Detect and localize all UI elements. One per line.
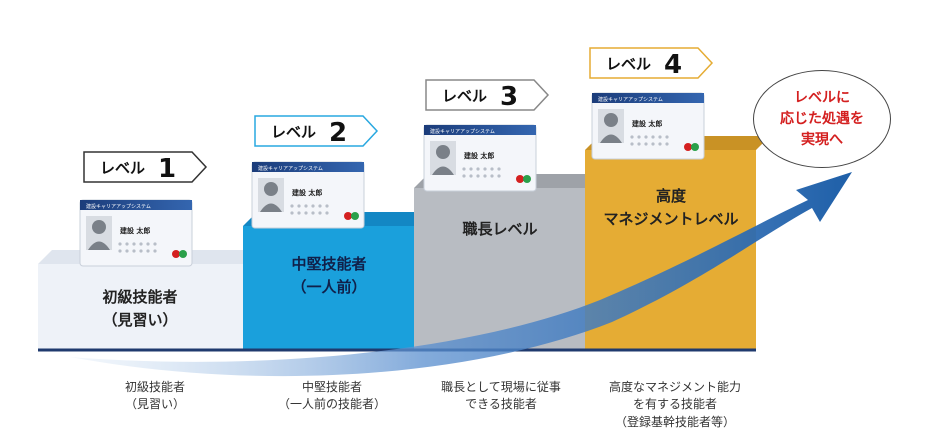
level-1-badge-number: 1 [158, 154, 176, 184]
level-3-badge-word: レベル [442, 87, 487, 105]
goal-circle: レベルに 応じた処遇を 実現へ [753, 70, 891, 168]
tier-2-block [243, 226, 414, 350]
level-2-badge: レベル 2 [254, 115, 379, 148]
card-emblem-icon [172, 250, 180, 258]
card-name-4: 建設 太郎 [632, 119, 662, 128]
level-3-badge: レベル 3 [425, 79, 550, 112]
tier-2-label: 中堅技能者 （一人前） [291, 255, 367, 297]
level-2-badge-word: レベル [271, 123, 316, 141]
level-4-badge-number: 4 [664, 50, 682, 80]
person-photo-icon [264, 182, 278, 196]
card-emblem-icon [516, 175, 524, 183]
level-2-caption: 中堅技能者 （一人前の技能者） [277, 380, 386, 412]
level-1-badge-word: レベル [100, 159, 145, 177]
card-header-1: 建設キャリアアップシステム [86, 203, 151, 210]
tier-4-label: 高度 マネジメントレベル [603, 187, 739, 229]
level-4-caption: 高度なマネジメント能力 を有する技能者 （登録基幹技能者等） [608, 380, 741, 429]
tier-1-block [38, 264, 243, 350]
growth-arrow [70, 172, 852, 377]
level-4-badge-word: レベル [606, 55, 651, 73]
tier-1-label: 初級技能者 （見習い） [102, 288, 178, 330]
person-photo-icon [604, 113, 618, 127]
card-header-4: 建設キャリアアップシステム [598, 96, 663, 103]
goal-text: レベルに 応じた処遇を 実現へ [780, 89, 864, 148]
card-name-2: 建設 太郎 [292, 188, 322, 197]
level-3-badge-number: 3 [500, 82, 518, 112]
level-badges: レベル 1 レベル 2 レベル 3 レベル 4 [83, 47, 714, 184]
card-emblem-icon [344, 212, 352, 220]
level-3-caption: 職長として現場に従事 できる技能者 [441, 380, 561, 412]
card-name-3: 建設 太郎 [464, 151, 494, 160]
card-name-1: 建設 太郎 [120, 226, 150, 235]
card-emblem-icon [684, 143, 692, 151]
card-header-3: 建設キャリアアップシステム [430, 128, 495, 135]
level-1-badge: レベル 1 [83, 151, 208, 184]
person-photo-icon [436, 145, 450, 159]
card-header-2: 建設キャリアアップシステム [258, 165, 323, 172]
level-1-caption: 初級技能者 （見習い） [124, 380, 185, 412]
tier-3-label: 職長レベル [462, 220, 538, 238]
person-photo-icon [92, 220, 106, 234]
level-4-badge: レベル 4 [589, 47, 714, 80]
level-2-badge-number: 2 [329, 118, 347, 148]
